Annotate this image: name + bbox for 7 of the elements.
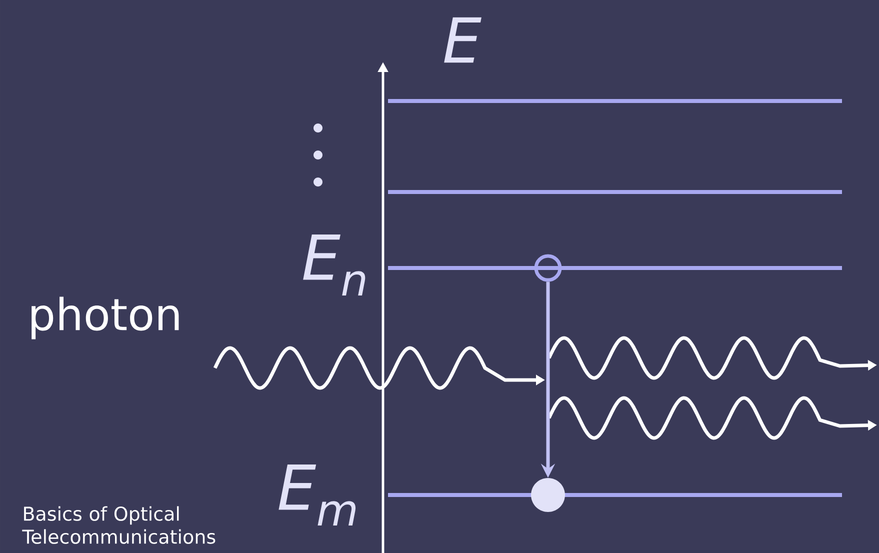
photon-label: photon	[32, 296, 179, 340]
level-symbol: E$_{n}$	[303, 234, 366, 296]
excited-state-marker	[534, 254, 562, 282]
level-symbol: E$_{m}$	[278, 464, 356, 526]
energy-symbol: E	[444, 17, 482, 63]
slide-footer-text: Basics of Optical Telecommunications	[22, 506, 216, 544]
ground-state-electron	[531, 478, 565, 512]
